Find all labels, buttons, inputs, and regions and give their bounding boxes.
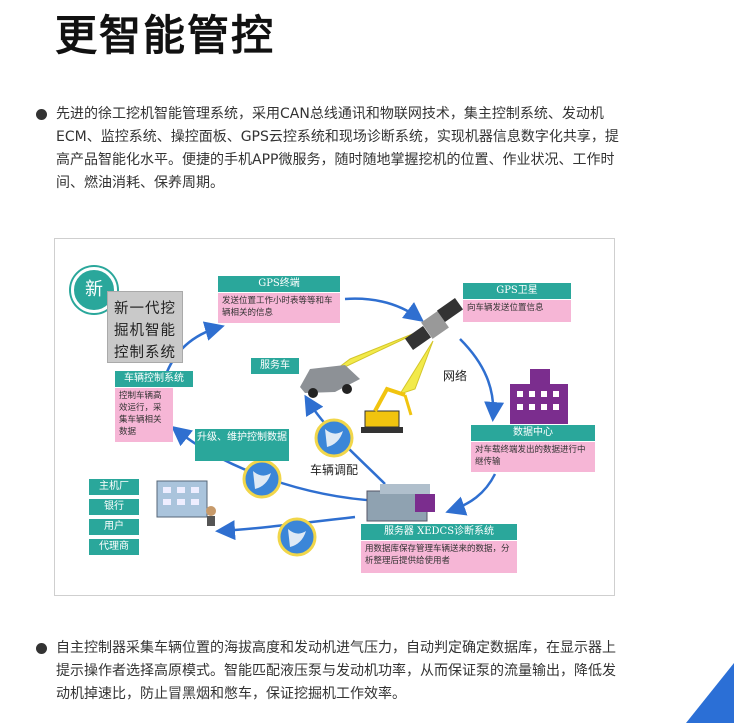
gps-satellite-title: GPS卫星 [463,283,571,299]
server-title: 服务器 XEDCS诊断系统 [361,524,517,540]
user-item: 银行 [89,499,139,515]
office-icon [156,480,216,526]
data-center-title: 数据中心 [471,425,595,441]
car-icon [300,365,360,398]
gps-satellite-desc: 向车辆发送位置信息 [463,300,571,322]
excavator-icon [361,386,413,433]
paragraph-controller-text: 自主控制器采集车辆位置的海拔高度和发动机进气压力，自动判定确定数据库，在显示器上… [56,640,616,702]
globe-icon [314,418,354,458]
upgrade-label: 升级、维护控制数据 [195,429,289,461]
new-badge: 新 [71,267,117,313]
paragraph-intro: 先进的徐工挖机智能管理系统，采用CAN总线通讯和物联网技术，集主控制系统、发动机… [36,103,626,195]
main-system-box: 新一代挖掘机智能控制系统 [107,291,183,363]
user-item: 代理商 [89,539,139,555]
dispatch-label: 车辆调配 [310,463,359,477]
globe-icon [277,517,317,557]
vehicle-control-desc: 控制车辆高效运行，采集车辆相关数据 [115,388,173,442]
building-icon [510,369,568,424]
system-diagram: 新 新一代挖掘机智能控制系统 GPS终端 发送位置工作小时表等等和车辆相关的信息… [54,238,615,596]
corner-decoration [686,663,734,723]
paragraph-intro-text: 先进的徐工挖机智能管理系统，采用CAN总线通讯和物联网技术，集主控制系统、发动机… [56,106,619,191]
service-car-label: 服务车 [251,358,299,374]
user-item: 主机厂 [89,479,139,495]
bullet-icon [36,109,47,120]
paragraph-controller: 自主控制器采集车辆位置的海拔高度和发动机进气压力，自动判定确定数据库，在显示器上… [36,637,626,706]
user-item: 用户 [89,519,139,535]
gps-terminal-desc: 发送位置工作小时表等等和车辆相关的信息 [218,293,340,323]
diagram-arrows [156,297,568,557]
satellite-icon [404,297,464,351]
server-desc: 用数据库保存管理车辆送来的数据，分析整理后提供给使用者 [361,541,517,573]
network-label: 网络 [443,369,468,383]
bullet-icon [36,643,47,654]
server-icon [366,484,435,522]
data-center-desc: 对车载终端发出的数据进行中继传输 [471,442,595,472]
gps-terminal-title: GPS终端 [218,276,340,292]
vehicle-control-title: 车辆控制系统 [115,371,193,387]
globe-icon [242,459,282,499]
page-title: 更智能管控 [55,11,276,60]
